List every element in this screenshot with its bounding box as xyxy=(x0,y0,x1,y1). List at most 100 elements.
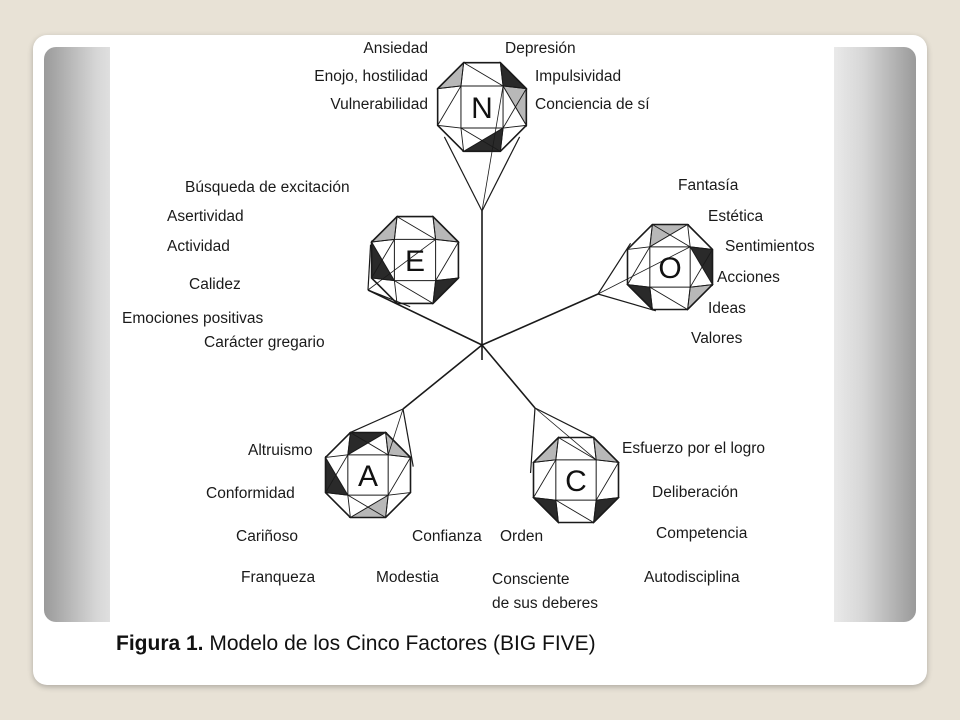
facet-label: Carácter gregario xyxy=(204,334,325,351)
facet-label: Autodisciplina xyxy=(644,569,740,586)
spoke-a xyxy=(402,344,483,410)
factor-letter-e: E xyxy=(405,245,425,278)
facet-label: Confianza xyxy=(412,528,482,545)
gem-facet-line xyxy=(394,280,434,304)
gem-facet-line xyxy=(649,286,688,310)
factor-letter-n: N xyxy=(471,92,493,125)
gem-facet-line xyxy=(371,238,395,243)
facet-label: Deliberación xyxy=(652,484,738,501)
gem-facet-line xyxy=(371,239,395,279)
facet-label: Estética xyxy=(708,208,764,225)
gem-facet-line xyxy=(437,85,462,90)
facet-label: Asertividad xyxy=(167,208,244,225)
gem-facet-line xyxy=(371,277,395,282)
gem-facet-line xyxy=(533,497,556,501)
factor-letter-a: A xyxy=(358,460,378,493)
facet-hatch xyxy=(348,494,389,518)
gem-facet-line xyxy=(502,88,527,129)
gem-facet-line xyxy=(555,499,594,523)
gem-facet-line xyxy=(502,124,527,129)
facet-label: Ideas xyxy=(708,300,746,317)
facet-hatch xyxy=(502,85,527,128)
facet-label: Conciencia de sí xyxy=(535,96,650,113)
facet-label: de sus deberes xyxy=(492,595,598,612)
gem-facet-line xyxy=(460,127,465,152)
gem-facet-line xyxy=(460,62,465,87)
gem-facet-line xyxy=(627,284,650,288)
cone-edge xyxy=(529,407,536,474)
gem-facet-line xyxy=(385,432,389,455)
gem-facet-line xyxy=(555,500,559,523)
facet-label: Depresión xyxy=(505,40,576,57)
gem-facet-line xyxy=(627,246,650,250)
gem-facet-line xyxy=(652,224,691,248)
gem-facet-line xyxy=(388,454,411,458)
facet-label: Fantasía xyxy=(678,177,739,194)
facet-label: Orden xyxy=(500,528,543,545)
gem-facet-line xyxy=(325,454,349,493)
facet-label: Acciones xyxy=(717,269,780,286)
gem-facet-line xyxy=(435,241,459,281)
cone-edge xyxy=(597,293,657,312)
gem-facet-line xyxy=(555,437,559,460)
figure-caption: Figura 1. Modelo de los Cinco Factores (… xyxy=(116,632,816,656)
gem-facet-line xyxy=(393,216,398,240)
facet-label: Búsqueda de excitación xyxy=(185,179,350,196)
cone-edge xyxy=(367,244,372,291)
gem-facet-line xyxy=(595,462,619,501)
facet-hatch xyxy=(649,224,690,248)
facet-label: Enojo, hostilidad xyxy=(314,68,428,85)
facet-label: Sentimientos xyxy=(725,238,815,255)
gem-facet-line xyxy=(596,459,619,463)
facet-label: Valores xyxy=(691,330,743,347)
gem-facet-line xyxy=(432,280,437,304)
facet-shading xyxy=(325,455,349,496)
gem-outline xyxy=(436,61,528,153)
facet-label: Modestia xyxy=(376,569,439,586)
caption-text: Modelo de los Cinco Factores (BIG FIVE) xyxy=(203,632,596,655)
gem-facet-line xyxy=(649,287,653,310)
facet-label: Calidez xyxy=(189,276,241,293)
gem-facet-line xyxy=(437,85,462,126)
spoke-c xyxy=(481,344,536,409)
gem-facet-line xyxy=(325,492,348,496)
gem-facet-line xyxy=(596,497,619,501)
facet-label: Impulsividad xyxy=(535,68,621,85)
facet-shading xyxy=(689,246,713,287)
spokes xyxy=(367,211,599,410)
cone-edge xyxy=(443,136,483,212)
gem-facet-line xyxy=(388,492,411,496)
cone-edge xyxy=(349,408,404,434)
spoke-o xyxy=(481,293,599,346)
facet-label: Competencia xyxy=(656,525,748,542)
facet-label: Cariñoso xyxy=(236,528,298,545)
gem-facet-line xyxy=(558,437,597,461)
cone-edge xyxy=(367,289,411,308)
cone-edge xyxy=(597,242,632,295)
gem-facet-line xyxy=(687,224,691,247)
factor-letter-c: C xyxy=(565,465,587,498)
gem-facet-line xyxy=(325,454,348,458)
facet-shading xyxy=(347,432,388,456)
facet-label: Altruismo xyxy=(248,442,313,459)
factor-o-group: O FantasíaEstéticaSentimientosAccionesIde… xyxy=(597,177,815,347)
gem-facet-line xyxy=(502,85,527,90)
gem-facet-line xyxy=(690,246,713,250)
gem-facet-line xyxy=(533,459,557,498)
facet-label: Consciente xyxy=(492,571,570,588)
gem-facet-line xyxy=(627,246,651,285)
gem-facet-line xyxy=(533,459,556,463)
caption-prefix: Figura 1. xyxy=(116,632,204,655)
gem-facet-line xyxy=(593,437,597,460)
gem-facet-line xyxy=(387,457,411,496)
gem-facet-line xyxy=(437,124,462,129)
factor-letter-o: O xyxy=(658,252,681,285)
gem-facet-line xyxy=(347,494,386,518)
gem-facet-line xyxy=(396,216,436,240)
